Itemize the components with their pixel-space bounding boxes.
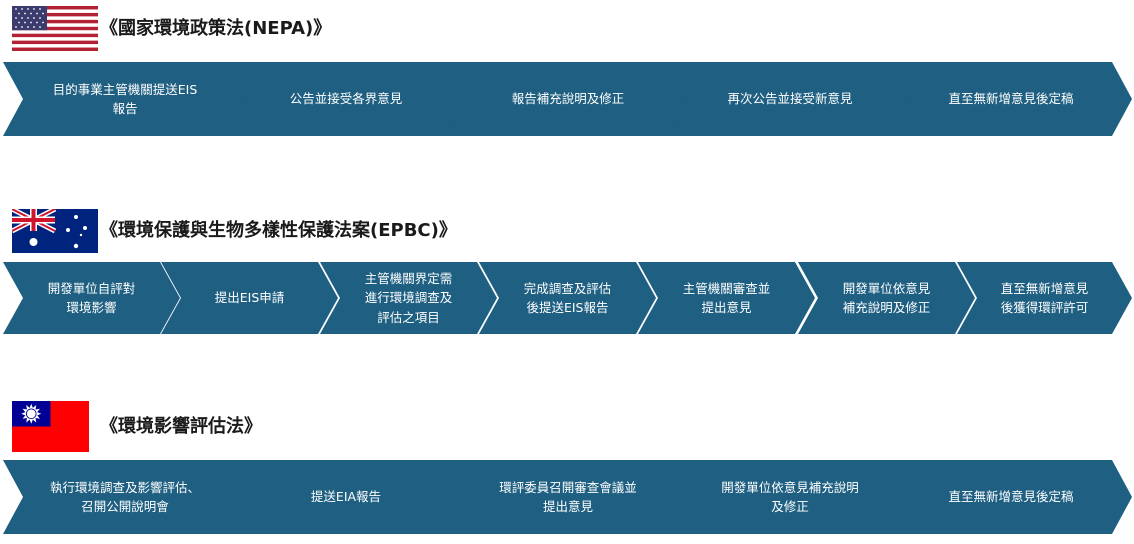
law-title-eia-act: 《環境影響評估法》 <box>100 416 262 437</box>
process-step: 環評委員召開審查會議並 提出意見 <box>446 460 690 534</box>
step-label: 再次公告並接受新意見 <box>727 91 853 107</box>
step-label: 提出EIS申請 <box>214 290 285 306</box>
process-step: 開發單位依意見 補充說明及修正 <box>798 262 975 334</box>
step-label: 目的事業主管機關提送EIS 報告 <box>52 81 198 116</box>
step-label: 主管機關審查並 提出意見 <box>682 280 771 315</box>
process-step: 開發單位自評對 環境影響 <box>3 262 180 334</box>
australia-flag <box>12 209 98 253</box>
step-label: 報告補充說明及修正 <box>511 91 625 107</box>
process-step: 直至無新增意見後定稿 <box>890 62 1132 136</box>
process-step: 主管機關審查並 提出意見 <box>638 262 815 334</box>
process-step: 提送EIA報告 <box>224 460 468 534</box>
step-label: 公告並接受各界意見 <box>289 91 403 107</box>
us-flag <box>12 6 98 51</box>
process-step: 執行環境調查及影響評估、 召開公開說明會 <box>3 460 247 534</box>
step-label: 直至無新增意見後定稿 <box>948 489 1074 505</box>
process-step: 報告補充說明及修正 <box>446 62 690 136</box>
process-step: 主管機關界定需 進行環境調查及 評估之項目 <box>320 262 497 334</box>
step-label: 開發單位自評對 環境影響 <box>47 280 136 315</box>
process-step: 再次公告並接受新意見 <box>668 62 912 136</box>
step-label: 環評委員召開審查會議並 提出意見 <box>499 479 637 514</box>
taiwan-flag <box>12 401 89 452</box>
step-label: 執行環境調查及影響評估、 召開公開說明會 <box>49 479 200 514</box>
law-title-nepa: 《國家環境政策法(NEPA)》 <box>100 18 332 39</box>
process-step: 完成調查及評估 後提送EIS報告 <box>479 262 656 334</box>
process-step: 直至無新增意見後定稿 <box>890 460 1132 534</box>
step-label: 開發單位依意見補充說明 及修正 <box>721 479 859 514</box>
process-step: 開發單位依意見補充說明 及修正 <box>668 460 912 534</box>
process-step: 提出EIS申請 <box>161 262 338 334</box>
step-label: 開發單位依意見 補充說明及修正 <box>842 280 931 315</box>
process-step: 目的事業主管機關提送EIS 報告 <box>3 62 247 136</box>
step-label: 完成調查及評估 後提送EIS報告 <box>523 280 612 315</box>
law-title-epbc: 《環境保護與生物多樣性保護法案(EPBC)》 <box>100 220 457 241</box>
step-label: 直至無新增意見後定稿 <box>948 91 1074 107</box>
step-label: 主管機關界定需 進行環境調查及 評估之項目 <box>364 270 453 325</box>
process-step: 直至無新增意見 後獲得環評許可 <box>957 262 1132 334</box>
step-label: 提送EIA報告 <box>310 489 382 505</box>
step-label: 直至無新增意見 後獲得環評許可 <box>1000 280 1089 315</box>
process-step: 公告並接受各界意見 <box>224 62 468 136</box>
